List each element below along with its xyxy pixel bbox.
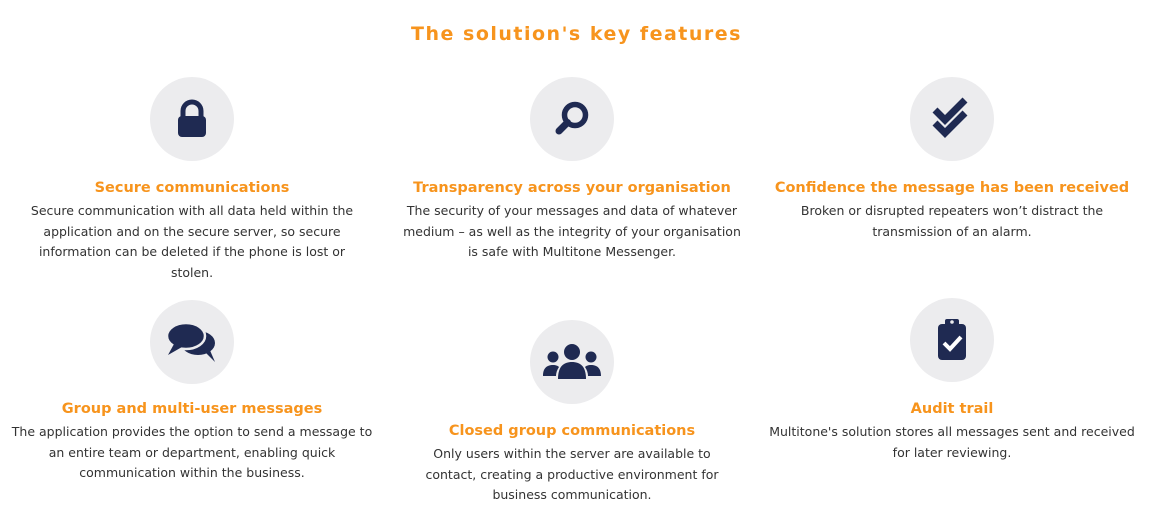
feature-description: Secure communication with all data held … bbox=[30, 203, 354, 280]
feature-icon-circle bbox=[150, 77, 234, 161]
feature-description: Broken or disrupted repeaters won’t dist… bbox=[800, 203, 1104, 239]
double-check-icon bbox=[932, 97, 968, 138]
feature-transparency: Transparency across your organisation Th… bbox=[382, 77, 762, 263]
feature-icon-circle bbox=[910, 77, 994, 161]
feature-audit-trail: Audit trail Multitone's solution stores … bbox=[762, 298, 1142, 463]
lock-icon bbox=[178, 99, 206, 137]
feature-icon-circle bbox=[150, 300, 234, 384]
users-group-icon bbox=[543, 344, 601, 379]
feature-title: Secure communications bbox=[94, 180, 290, 196]
feature-description: The security of your messages and data o… bbox=[403, 203, 741, 259]
feature-secure-communications: Secure communications Secure communicati… bbox=[2, 77, 382, 283]
search-icon bbox=[555, 101, 589, 135]
feature-title: Audit trail bbox=[910, 401, 994, 417]
feature-closed-group: Closed group communications Only users w… bbox=[382, 320, 762, 506]
feature-title: Transparency across your organisation bbox=[413, 180, 731, 196]
feature-icon-circle bbox=[910, 298, 994, 382]
feature-group-messages: Group and multi-user messages The applic… bbox=[2, 300, 382, 484]
feature-description: The application provides the option to s… bbox=[11, 424, 373, 480]
feature-description: Multitone's solution stores all messages… bbox=[769, 424, 1135, 460]
feature-message-confidence: Confidence the message has been received… bbox=[762, 77, 1142, 242]
section-heading: The solution's key features bbox=[411, 23, 742, 45]
feature-title: Confidence the message has been received bbox=[774, 180, 1130, 196]
feature-title: Closed group communications bbox=[448, 423, 696, 439]
feature-description: Only users within the server are availab… bbox=[425, 446, 719, 502]
feature-icon-circle bbox=[530, 77, 614, 161]
chat-bubbles-icon bbox=[165, 321, 215, 362]
feature-title: Group and multi-user messages bbox=[61, 401, 323, 417]
clipboard-check-icon bbox=[938, 319, 966, 360]
feature-icon-circle bbox=[530, 320, 614, 404]
